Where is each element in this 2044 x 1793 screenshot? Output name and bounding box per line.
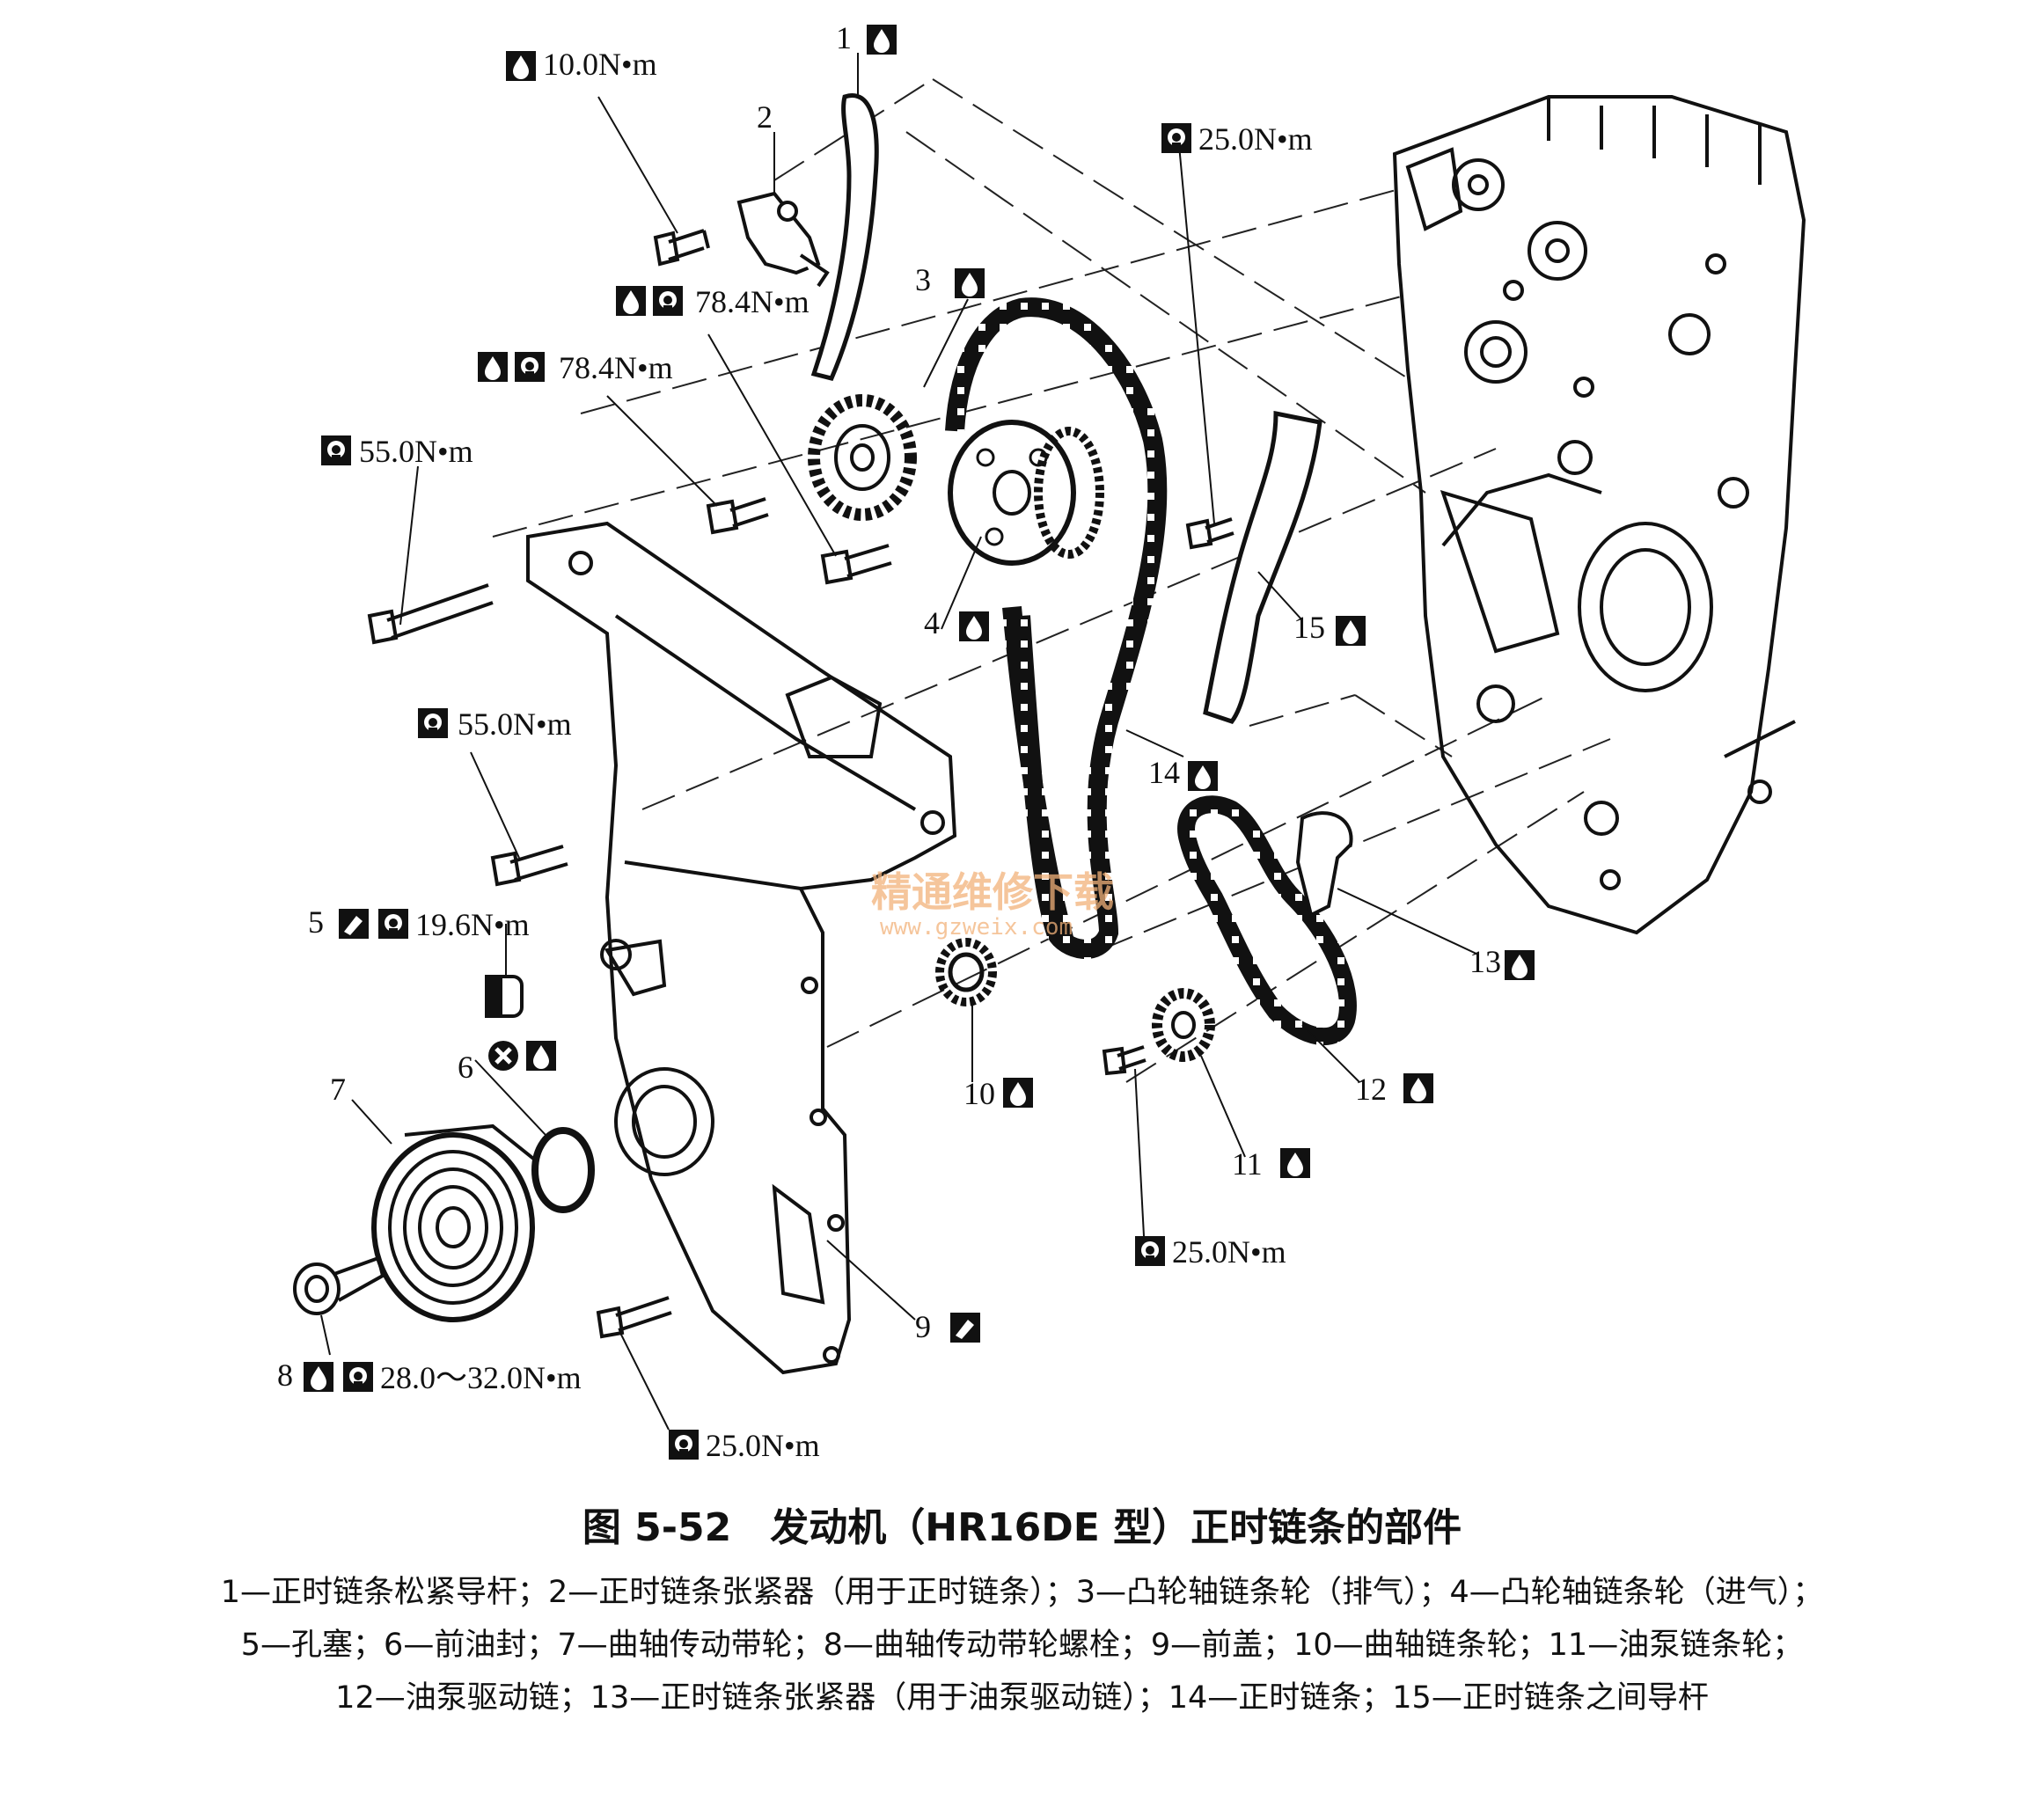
timing-chain-slack-guide (810, 93, 879, 381)
oil-drop-icon (1280, 1148, 1310, 1178)
torque-wrench-icon (343, 1362, 373, 1392)
crank-pulley-bolt (293, 1255, 385, 1315)
camshaft-sprocket-exhaust (808, 394, 917, 521)
callout-10: 10 (963, 1076, 995, 1111)
timing-chain-diagram: 1 2 3 4 5 6 7 8 9 10 11 12 13 14 15 (277, 20, 1806, 1463)
oil-drop-icon (1505, 950, 1535, 980)
crank-pulley (371, 1123, 538, 1322)
watermark: 精通维修下载 www.gzweix.com (871, 868, 1114, 940)
oil-drop-icon (959, 611, 989, 641)
torque-19: 19.6N•m (415, 907, 530, 942)
front-oil-seal (531, 1127, 595, 1213)
callout-3: 3 (915, 262, 931, 297)
callout-1: 1 (836, 20, 852, 55)
hole-plug (485, 975, 524, 1018)
oil-drop-icon (506, 51, 536, 81)
oil-drop-icon (1188, 761, 1218, 791)
legend-line-1: 1—正时链条松紧导杆；2—正时链条张紧器（用于正时链条）；3—凸轮轴链条轮（排气… (220, 1575, 1824, 1610)
svg-text:精通维修下载: 精通维修下载 (871, 868, 1114, 916)
callout-11: 11 (1232, 1146, 1263, 1182)
torque-values: 10.0N•m 78.4N•m 78.4N•m 55.0N•m 55.0N•m … (359, 47, 1313, 1463)
bolt-tensioner (653, 229, 710, 267)
oil-drop-icon (526, 1041, 556, 1071)
torque-wrench-icon (1135, 1236, 1165, 1266)
timing-chain-tension-guide (1203, 410, 1322, 724)
torque-wrench-icon (515, 352, 545, 382)
timing-chain-lower (1002, 606, 1074, 944)
oil-drop-icon (616, 286, 646, 316)
torque-10: 10.0N•m (543, 47, 657, 82)
leader-lines (320, 53, 1479, 1431)
callout-labels: 1 2 3 4 5 6 7 8 9 10 11 12 13 14 15 (277, 20, 1501, 1393)
sealant-icon (339, 909, 369, 939)
legend-line-2: 5—孔塞；6—前油封；7—曲轴传动带轮；8—曲轴传动带轮螺栓；9—前盖；10—曲… (240, 1628, 1804, 1663)
bolt-55-upper (367, 583, 494, 645)
oil-drop-icon (1336, 616, 1366, 646)
callout-15: 15 (1293, 610, 1325, 645)
spec-icons (304, 25, 1535, 1460)
oil-drop-icon (867, 25, 897, 55)
callout-6: 6 (458, 1050, 473, 1085)
figure-caption: 图 5-52 发动机（HR16DE 型）正时链条的部件 1—正时链条松紧导杆；2… (0, 1496, 2044, 1724)
bolt-cover-bottom (596, 1296, 672, 1339)
timing-chain-tensioner (736, 191, 830, 288)
torque-wrench-icon (653, 286, 683, 316)
callout-14: 14 (1148, 755, 1180, 790)
torque-28-32: 28.0～32.0N•m (380, 1360, 582, 1395)
sealant-icon (950, 1313, 980, 1343)
bolt-intake-cam (820, 544, 892, 585)
camshaft-sprocket-intake (948, 420, 1104, 566)
bolt-guide-15 (1185, 517, 1234, 550)
bolts (367, 229, 1234, 1339)
oil-pump-sprocket (1152, 988, 1215, 1062)
bolt-55-lower (490, 845, 568, 887)
bolt-exhaust-cam (706, 497, 769, 535)
crankshaft-sprocket (935, 938, 997, 1006)
alignment-lines (492, 78, 1611, 1083)
oil-drop-icon (304, 1362, 333, 1392)
oil-drop-icon (955, 268, 985, 298)
callout-2: 2 (757, 99, 773, 135)
torque-25-guide: 25.0N•m (1198, 121, 1313, 157)
torque-wrench-icon (669, 1430, 699, 1460)
bolt-oil-pump (1102, 1045, 1147, 1076)
oil-drop-icon (1403, 1073, 1433, 1103)
oil-drop-icon (478, 352, 508, 382)
svg-text:www.gzweix.com: www.gzweix.com (880, 914, 1073, 940)
oil-pump-drive-chain (1177, 795, 1357, 1045)
oil-drop-icon (1003, 1078, 1033, 1108)
figure-title: 图 5-52 发动机（HR16DE 型）正时链条的部件 (582, 1505, 1462, 1550)
torque-55a: 55.0N•m (359, 434, 473, 469)
oil-pump-chain-tensioner (1295, 811, 1353, 918)
callout-8: 8 (277, 1358, 293, 1393)
torque-55b: 55.0N•m (458, 706, 572, 742)
torque-78b: 78.4N•m (559, 350, 673, 385)
torque-wrench-icon (1161, 123, 1191, 153)
torque-wrench-icon (321, 435, 351, 465)
front-cover (526, 521, 957, 1375)
callout-12: 12 (1355, 1072, 1387, 1107)
torque-25-cover: 25.0N•m (706, 1428, 820, 1463)
torque-wrench-icon (378, 909, 408, 939)
callout-4: 4 (924, 605, 940, 640)
torque-25-oilpump: 25.0N•m (1172, 1234, 1286, 1270)
no-reuse-icon (488, 1041, 518, 1071)
torque-78a: 78.4N•m (695, 284, 810, 319)
callout-7: 7 (330, 1072, 346, 1107)
legend-line-3: 12—油泵驱动链；13—正时链条张紧器（用于油泵驱动链）；14—正时链条；15—… (335, 1680, 1709, 1716)
torque-wrench-icon (418, 708, 448, 738)
callout-5: 5 (308, 904, 324, 940)
callout-13: 13 (1469, 944, 1501, 979)
callout-9: 9 (915, 1309, 931, 1344)
engine-block (1392, 95, 1806, 935)
